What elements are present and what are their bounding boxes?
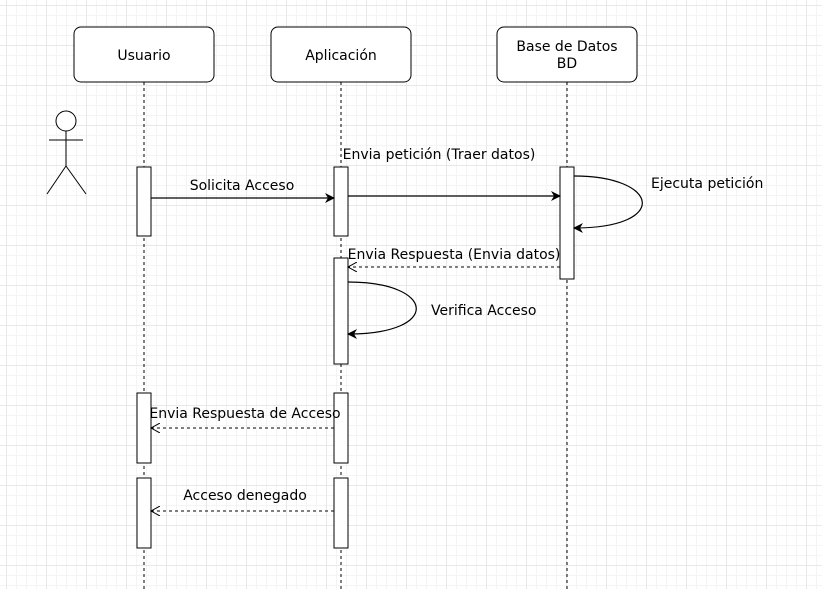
message-solicita-label: Solicita Acceso <box>190 178 295 194</box>
participant-aplicacion[interactable]: Aplicación <box>270 26 412 83</box>
activation-usuario-1 <box>136 166 152 237</box>
message-respuesta-acceso-label: Envia Respuesta de Acceso <box>149 406 340 422</box>
activation-aplicacion-1 <box>333 166 349 237</box>
message-ejecuta-label: Ejecuta petición <box>651 176 763 192</box>
activation-aplicacion-2 <box>333 257 349 365</box>
activation-usuario-3 <box>136 477 152 549</box>
participant-bd-label-line2: BD <box>557 56 577 72</box>
activation-aplicacion-3 <box>333 392 349 464</box>
message-verifica-label: Verifica Acceso <box>431 303 537 319</box>
participant-aplicacion-label: Aplicación <box>305 48 377 64</box>
message-envia-respuesta-label: Envia Respuesta (Envia datos) <box>348 247 561 263</box>
message-denegado-label: Acceso denegado <box>183 488 307 504</box>
actor-icon <box>46 110 87 195</box>
message-envia-peticion-label: Envia petición (Traer datos) <box>343 147 536 163</box>
message-ejecuta-self-arrow <box>573 175 643 233</box>
activation-usuario-2 <box>136 392 152 464</box>
activation-bd-1 <box>559 166 575 280</box>
participant-base-de-datos[interactable]: Base de Datos BD <box>496 26 638 83</box>
message-verifica-self-arrow <box>347 281 417 339</box>
activation-aplicacion-4 <box>333 477 349 549</box>
participant-usuario-label: Usuario <box>117 48 170 64</box>
participant-usuario[interactable]: Usuario <box>73 26 215 83</box>
participant-bd-label-line1: Base de Datos <box>516 39 617 55</box>
